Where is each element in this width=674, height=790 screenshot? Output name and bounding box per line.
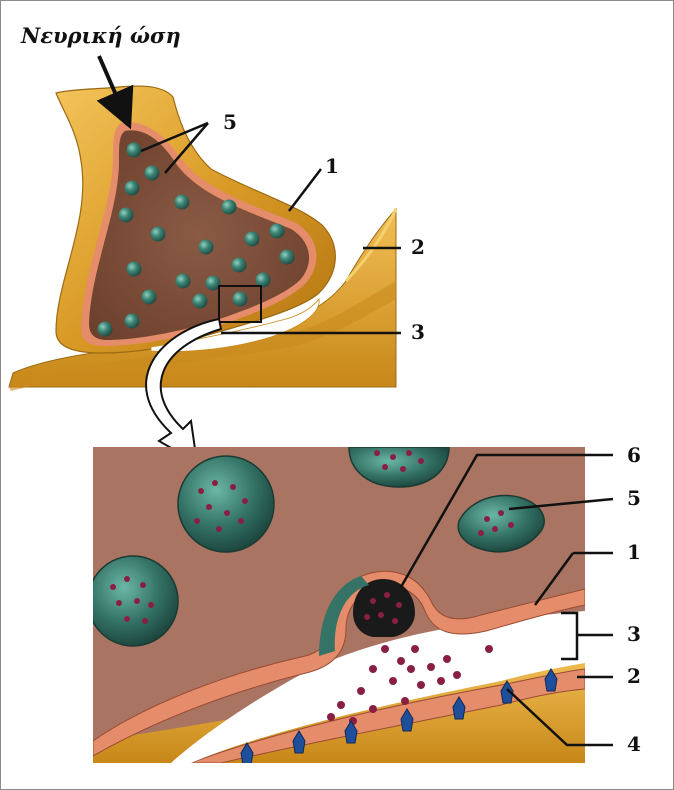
- label-bottom-1: 1: [627, 540, 641, 564]
- label-top-2: 2: [411, 235, 425, 259]
- label-top-1: 1: [325, 154, 339, 178]
- label-top-5: 5: [223, 110, 237, 134]
- zoomed-synapse-illustration: [88, 447, 585, 765]
- nerve-impulse-label: Νευρική ώση: [20, 23, 181, 48]
- label-bottom-6: 6: [627, 443, 641, 467]
- label-bottom-3: 3: [627, 622, 641, 646]
- top-synapse-illustration: [9, 56, 401, 463]
- label-bottom-4: 4: [627, 732, 641, 756]
- label-bottom-5: 5: [627, 486, 641, 510]
- label-top-3: 3: [411, 320, 425, 344]
- label-bottom-2: 2: [627, 664, 641, 688]
